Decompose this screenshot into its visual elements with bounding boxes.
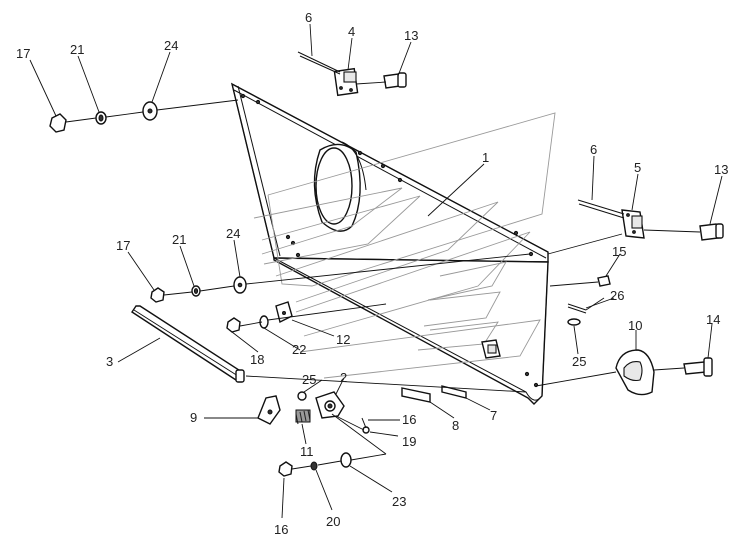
label-11: 11 [300, 444, 314, 459]
label-6-top: 6 [305, 10, 312, 25]
label-8: 8 [452, 418, 459, 433]
label-2: 2 [340, 370, 347, 385]
callout-leaders [29, 23, 723, 519]
label-16-middle: 16 [402, 412, 416, 427]
label-9: 9 [190, 410, 197, 425]
label-17-top: 17 [16, 46, 30, 61]
pin-26-and-clip-25 [567, 297, 605, 326]
label-16-bottom: 16 [274, 522, 288, 537]
label-26: 26 [610, 288, 624, 303]
bracket-12 [226, 301, 387, 333]
label-24-top: 24 [164, 38, 178, 53]
label-4: 4 [348, 24, 355, 39]
panel-latch-block [481, 339, 501, 359]
label-14: 14 [706, 312, 720, 327]
label-10: 10 [628, 318, 642, 333]
label-19: 19 [402, 434, 416, 449]
latch-10-and-bolt-14 [535, 349, 713, 396]
label-1: 1 [482, 150, 489, 165]
label-13-top: 13 [404, 28, 418, 43]
label-23: 23 [392, 494, 406, 509]
rod-3 [131, 305, 245, 383]
label-20: 20 [326, 514, 340, 529]
label-22: 22 [292, 342, 306, 357]
label-15: 15 [612, 244, 626, 259]
bolt-15 [549, 275, 611, 287]
top-left-fasteners [49, 99, 239, 133]
callout-labels: 17 21 24 6 4 13 1 6 5 13 17 21 24 15 26 … [16, 10, 728, 537]
label-6-right: 6 [590, 142, 597, 157]
right-hinge-assembly [547, 199, 724, 255]
label-21-top: 21 [70, 42, 84, 57]
label-12: 12 [336, 332, 350, 347]
label-21-middle: 21 [172, 232, 186, 247]
label-7: 7 [490, 408, 497, 423]
panel-tube [313, 141, 367, 232]
spring-11 [295, 409, 311, 425]
label-5: 5 [634, 160, 641, 175]
label-13-right: 13 [714, 162, 728, 177]
label-17-middle: 17 [116, 238, 130, 253]
ghost-panel-outline [253, 112, 556, 379]
label-24-middle: 24 [226, 226, 240, 241]
lower-mechanism [245, 375, 527, 477]
top-hinge-assembly [297, 51, 407, 97]
label-3: 3 [106, 354, 113, 369]
label-25-lower: 25 [302, 372, 316, 387]
label-18: 18 [250, 352, 264, 367]
label-25-right: 25 [572, 354, 586, 369]
